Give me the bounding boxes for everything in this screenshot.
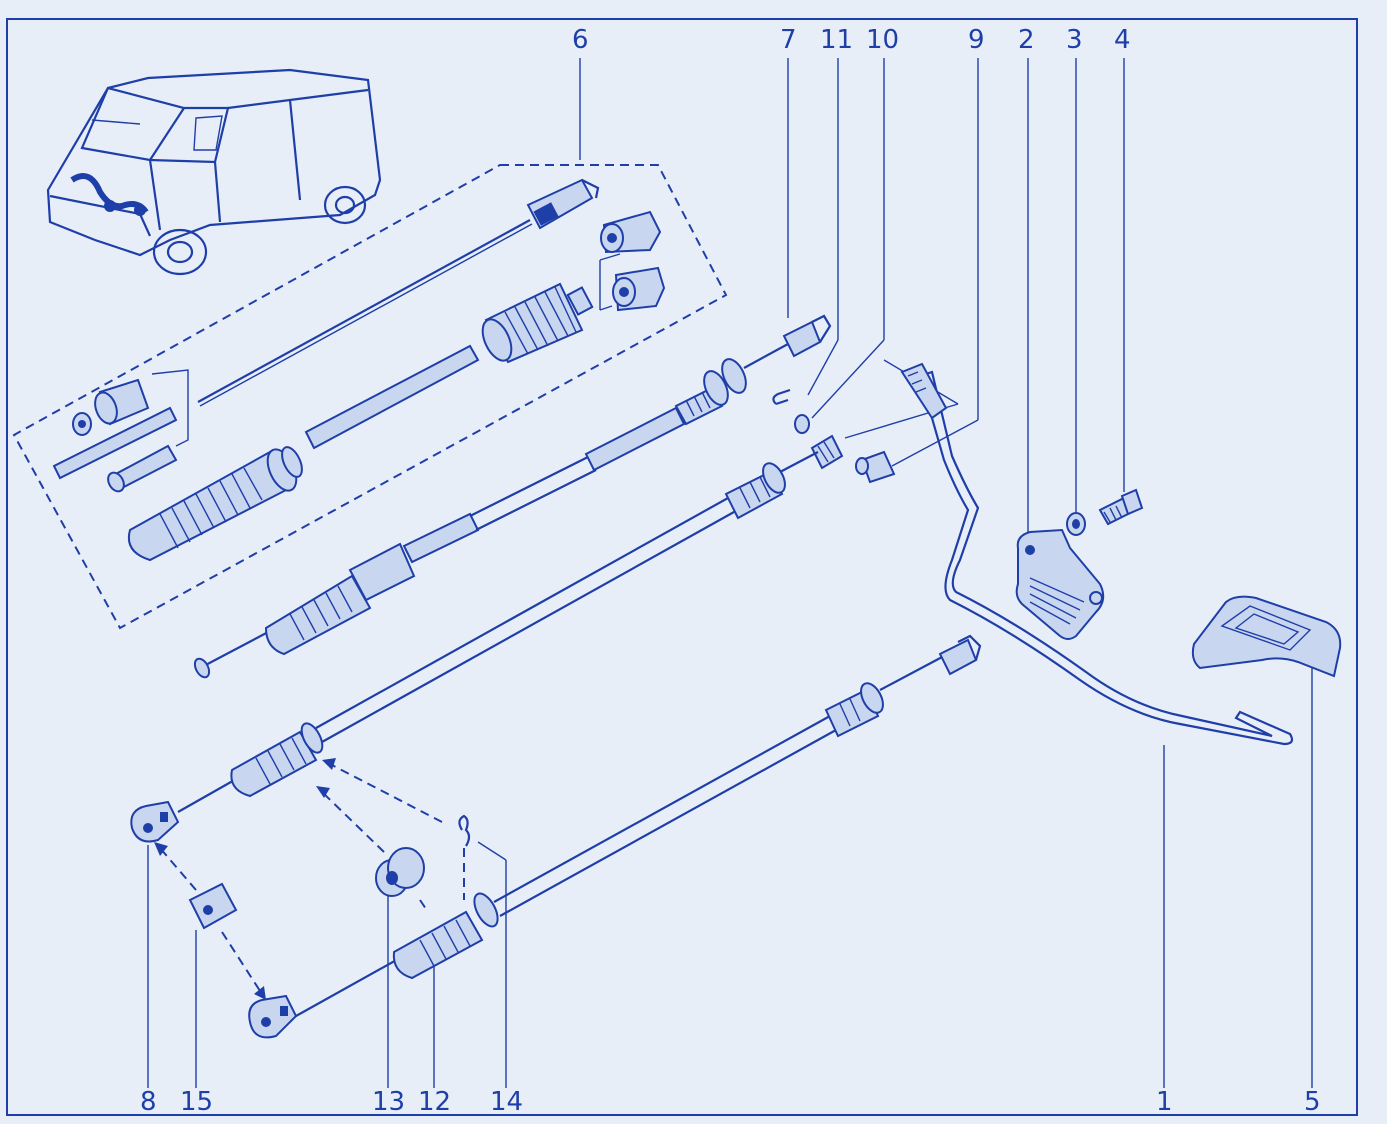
- callout-10: 10: [866, 25, 899, 55]
- clutch-pedal-lever: [900, 362, 1294, 746]
- assembly-arrows: [154, 758, 465, 1000]
- callout-1: 1: [1156, 1087, 1173, 1117]
- callout-2: 2: [1018, 25, 1035, 55]
- callout-8: 8: [140, 1087, 157, 1117]
- callout-4: 4: [1114, 25, 1131, 55]
- van-illustration: [46, 68, 382, 276]
- clutch-cable-lower: [248, 634, 982, 1039]
- callout-6: 6: [572, 25, 589, 55]
- washer: [1066, 512, 1086, 536]
- clutch-cable-upper: [193, 314, 832, 679]
- cable-kit-assembly: [12, 164, 728, 630]
- pedal-bracket: [1015, 528, 1105, 640]
- leader-lines: [147, 58, 1313, 1088]
- callout-3: 3: [1066, 25, 1083, 55]
- diagram-frame: [6, 18, 1358, 1116]
- callout-15: 15: [180, 1087, 213, 1117]
- callout-5: 5: [1304, 1087, 1321, 1117]
- clips-and-grommets: [188, 814, 471, 930]
- small-hardware: [772, 388, 896, 484]
- callout-12: 12: [418, 1087, 451, 1117]
- callout-9: 9: [968, 25, 985, 55]
- callout-14: 14: [490, 1087, 523, 1117]
- bolt: [1098, 488, 1144, 526]
- clutch-cable-middle: [130, 451, 819, 843]
- callout-11: 11: [820, 25, 853, 55]
- pedal-pad: [1191, 595, 1342, 678]
- callout-7: 7: [780, 25, 797, 55]
- callout-13: 13: [372, 1087, 405, 1117]
